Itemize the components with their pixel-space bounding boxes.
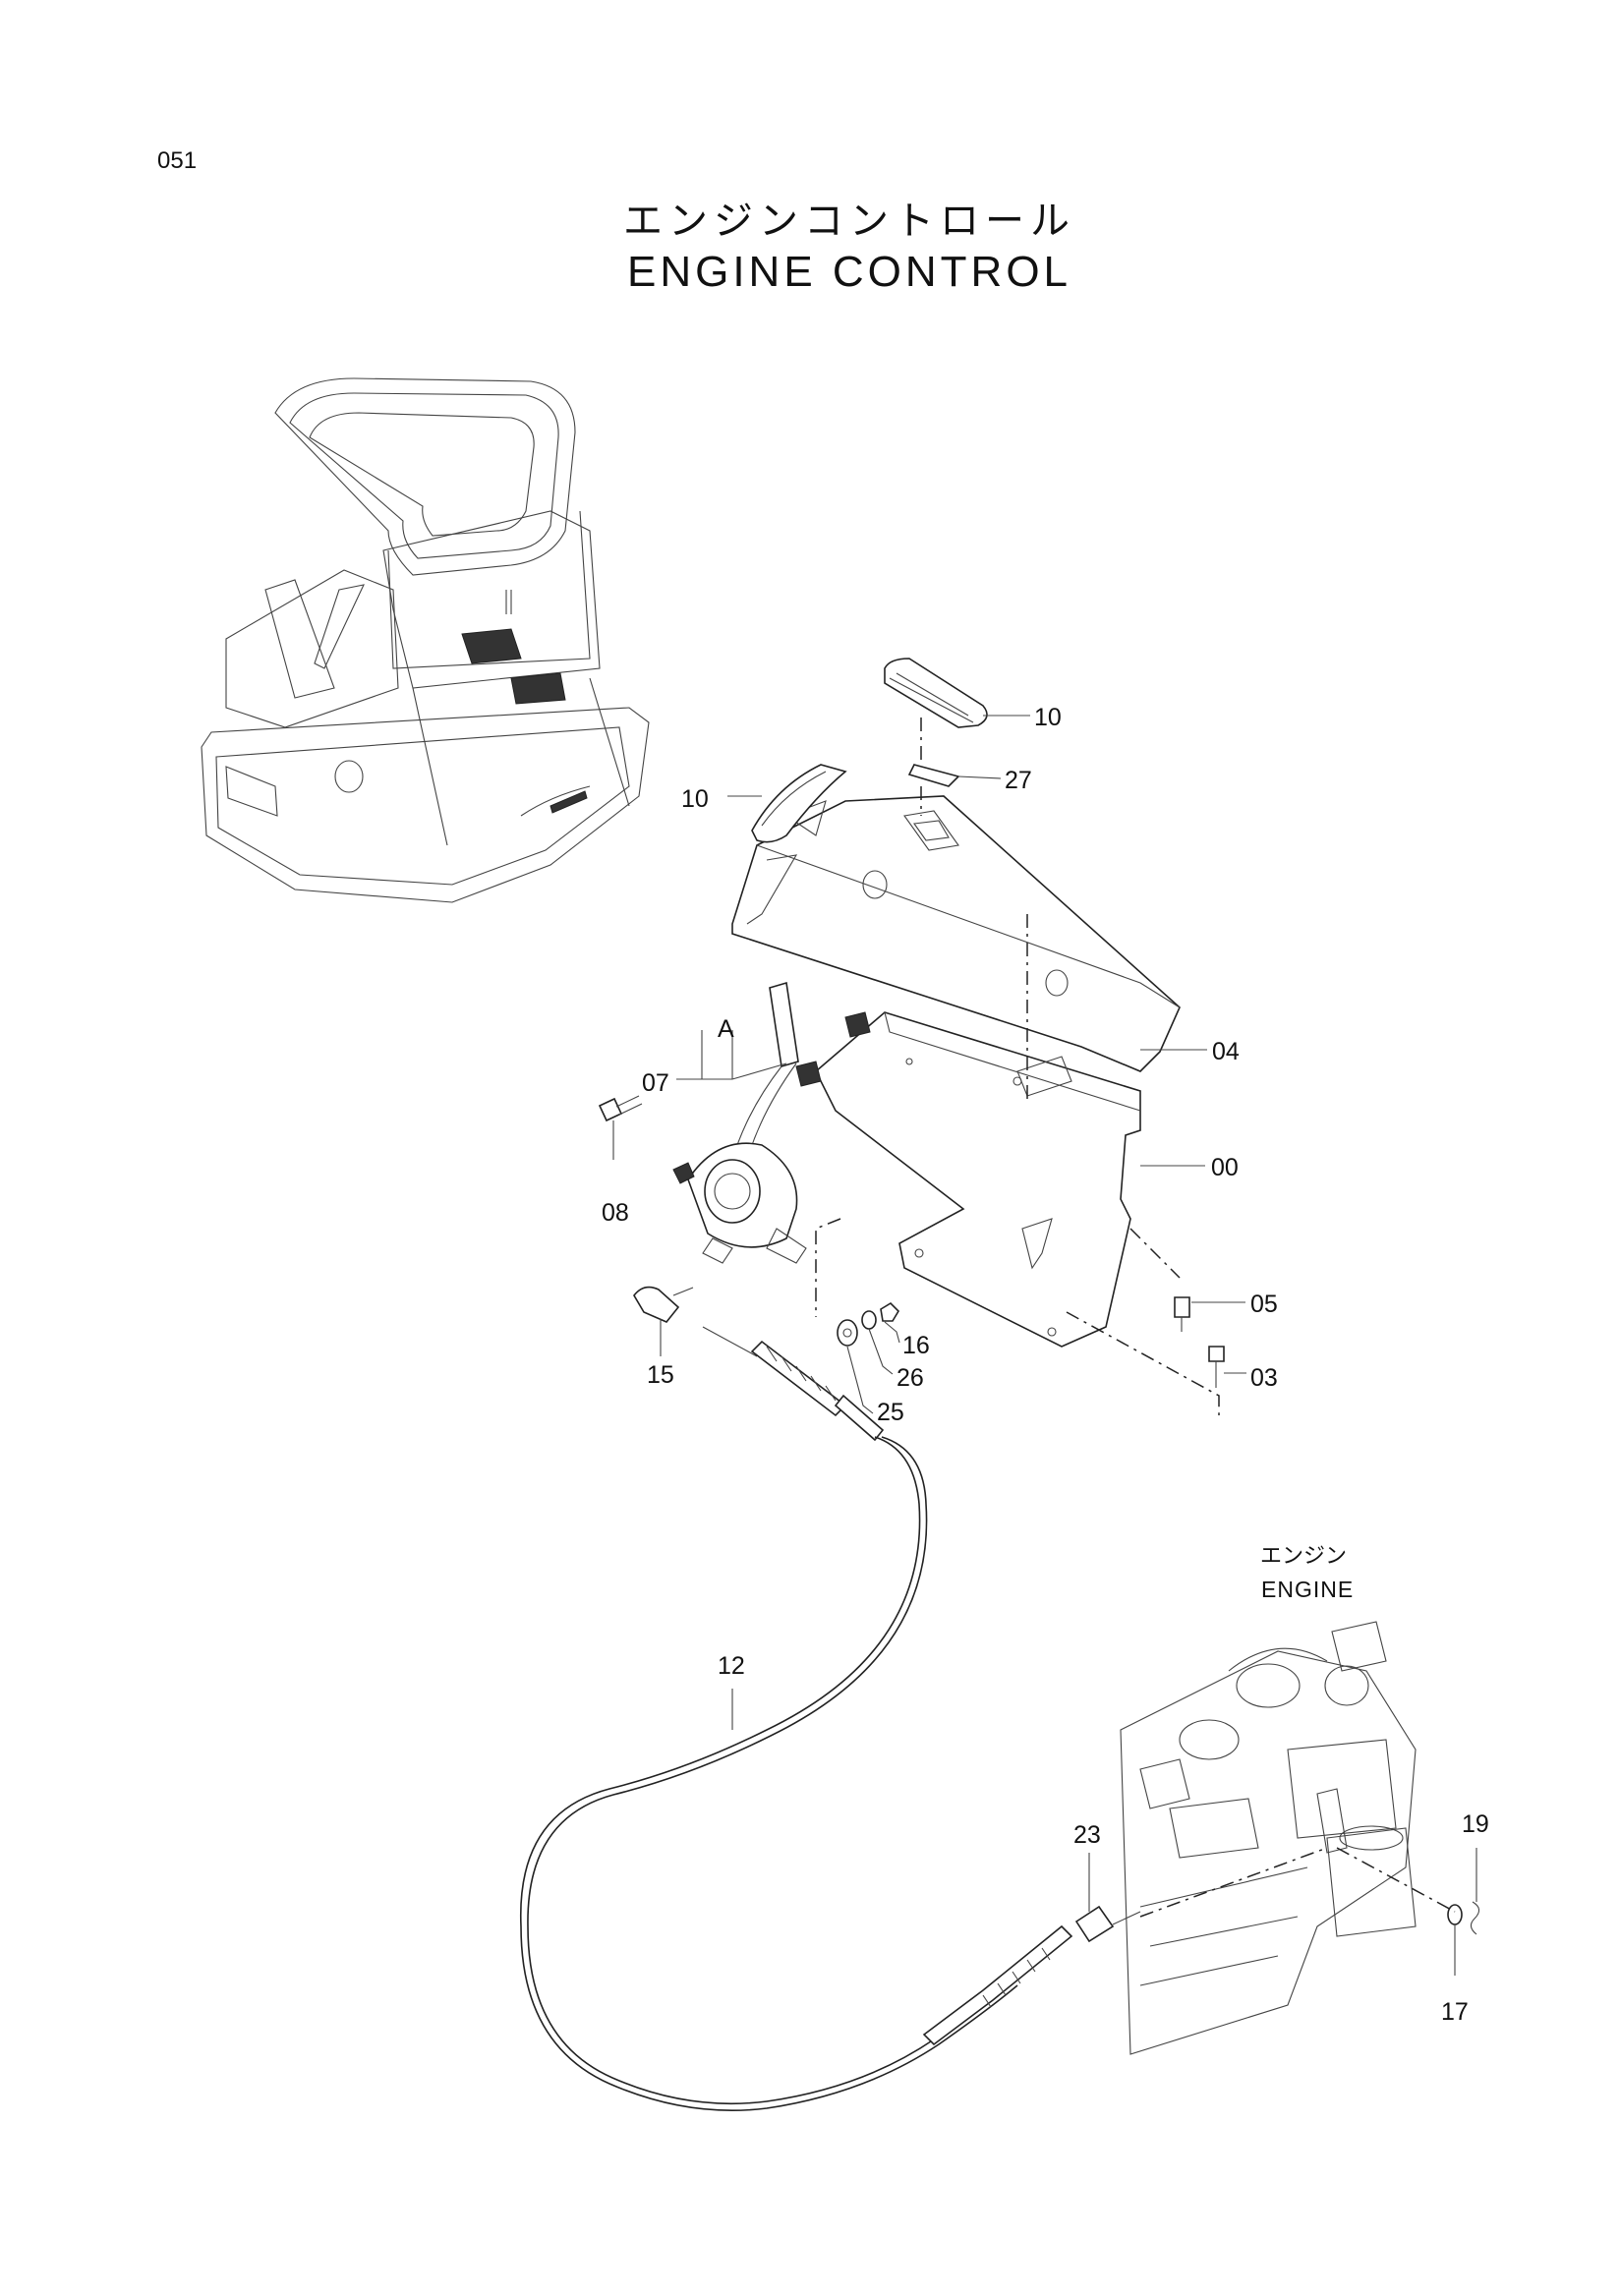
callout-labels: 10 27 10 04 A 07 00 08 05 16 15 03 26 25… (602, 704, 1489, 2026)
pin-19 (1470, 1901, 1480, 1935)
engine-control-lever-07 (672, 981, 807, 1264)
bolt-03 (1208, 1346, 1225, 1388)
excavator-cab-overview (201, 377, 650, 903)
bolt-08 (598, 1095, 643, 1122)
page-title-english: ENGINE CONTROL (626, 248, 1072, 296)
grommet-10-upper (884, 658, 988, 728)
clamp-23 (1074, 1905, 1141, 1943)
callout-view-a: A (718, 1015, 734, 1043)
callout-15: 15 (647, 1361, 674, 1389)
engine-label-japanese: エンジン (1260, 1544, 1347, 1569)
leader-lines (612, 715, 1477, 1976)
rod-end-15 (633, 1286, 694, 1323)
assembly-lines (815, 718, 1456, 1918)
engine-label-english: ENGINE (1261, 1577, 1354, 1602)
callout-05: 05 (1250, 1291, 1278, 1318)
nut-16 (880, 1301, 900, 1322)
callout-17: 17 (1441, 1998, 1469, 2026)
washer-26 (861, 1310, 877, 1330)
page-title-japanese: エンジンコントロール (623, 199, 1075, 244)
callout-10-lower: 10 (681, 785, 709, 813)
callout-00: 00 (1211, 1154, 1239, 1181)
engine-sketch (1120, 1621, 1417, 2055)
callout-04: 04 (1212, 1038, 1240, 1065)
callout-23: 23 (1073, 1821, 1101, 1849)
callout-12: 12 (718, 1652, 745, 1680)
callout-16: 16 (902, 1332, 930, 1359)
grommet-10-lower (751, 764, 847, 843)
callout-03: 03 (1250, 1364, 1278, 1392)
callout-08: 08 (602, 1199, 629, 1227)
control-cable-12 (519, 1326, 1073, 2112)
lever-cover-04 (731, 795, 1181, 1072)
callout-26: 26 (897, 1364, 924, 1392)
bracket-00 (795, 1011, 1141, 1348)
washer-25 (837, 1319, 858, 1347)
page-number: 051 (157, 147, 198, 174)
bolt-05 (1174, 1296, 1190, 1332)
callout-10-upper: 10 (1034, 704, 1062, 731)
callout-27: 27 (1005, 767, 1032, 794)
callout-19: 19 (1462, 1810, 1489, 1838)
plate-27 (907, 764, 960, 787)
callout-25: 25 (877, 1399, 904, 1426)
callout-07: 07 (642, 1069, 669, 1097)
washer-17 (1447, 1904, 1463, 1925)
title-block: エンジンコントロール ENGINE CONTROL (0, 189, 1620, 297)
